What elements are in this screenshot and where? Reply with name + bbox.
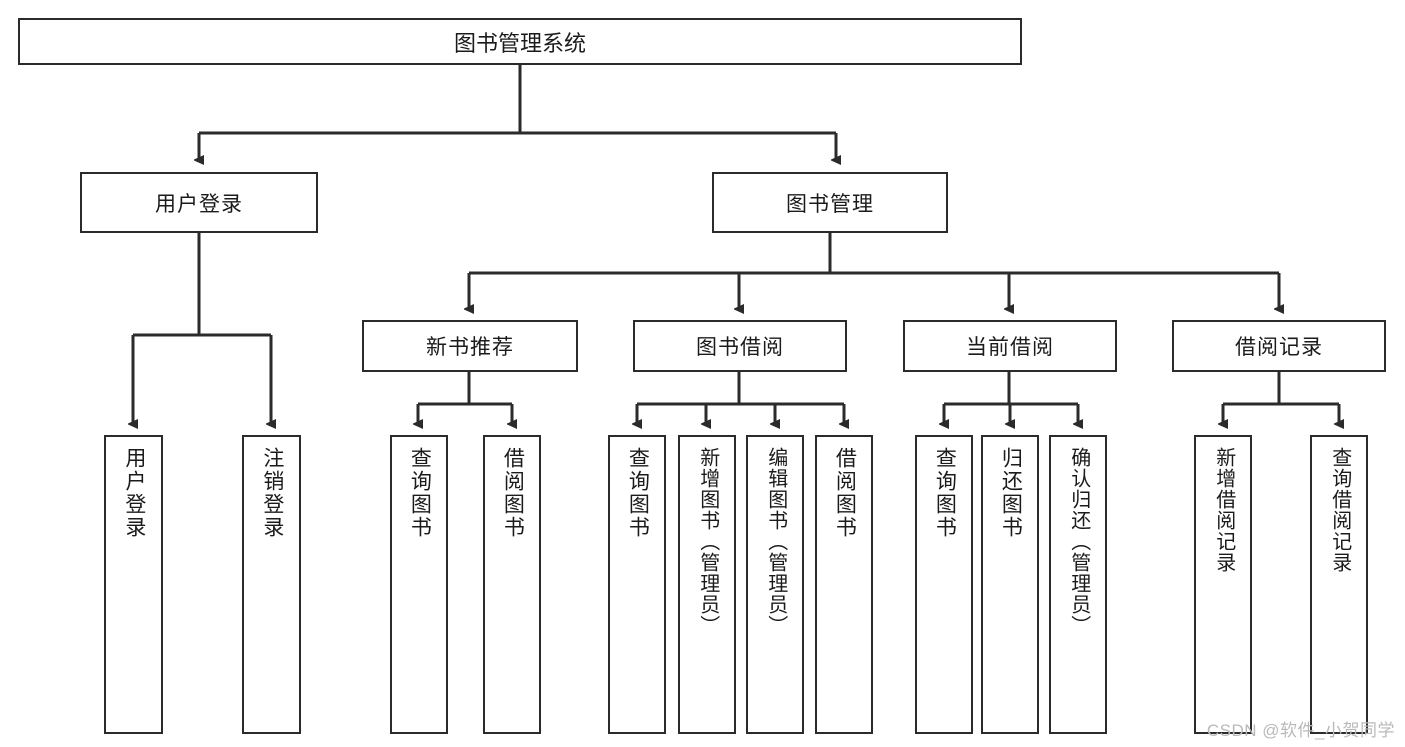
leaf-query-book-current[interactable]: 查询图书 bbox=[915, 435, 973, 734]
leaf-logout[interactable]: 注销登录 bbox=[242, 435, 301, 734]
leaf-query-book-borrow[interactable]: 查询图书 bbox=[608, 435, 666, 734]
node-label: 用户登录 bbox=[122, 447, 146, 539]
node-label: 编辑图书（管理员） bbox=[764, 447, 787, 636]
node-book-management[interactable]: 图书管理 bbox=[712, 172, 948, 233]
node-label: 查询借阅记录 bbox=[1328, 447, 1351, 573]
leaf-add-borrow-record[interactable]: 新增借阅记录 bbox=[1194, 435, 1252, 734]
leaf-user-login[interactable]: 用户登录 bbox=[104, 435, 163, 734]
leaf-query-book-recommend[interactable]: 查询图书 bbox=[390, 435, 448, 734]
leaf-borrow-book-recommend[interactable]: 借阅图书 bbox=[483, 435, 541, 734]
node-user-login[interactable]: 用户登录 bbox=[80, 172, 318, 233]
node-label: 查询图书 bbox=[626, 447, 650, 539]
node-label: 查询图书 bbox=[408, 447, 432, 539]
node-label: 归还图书 bbox=[999, 447, 1023, 539]
node-label: 当前借阅 bbox=[966, 336, 1054, 359]
node-label: 查询图书 bbox=[933, 447, 957, 539]
node-label: 用户登录 bbox=[155, 192, 243, 216]
leaf-confirm-return-admin[interactable]: 确认归还（管理员） bbox=[1049, 435, 1107, 734]
leaf-return-book[interactable]: 归还图书 bbox=[981, 435, 1039, 734]
node-current-borrow[interactable]: 当前借阅 bbox=[903, 320, 1117, 372]
node-label: 新增图书（管理员） bbox=[696, 447, 719, 636]
leaf-query-borrow-record[interactable]: 查询借阅记录 bbox=[1310, 435, 1368, 734]
leaf-edit-book-admin[interactable]: 编辑图书（管理员） bbox=[746, 435, 804, 734]
node-label: 图书管理系统 bbox=[453, 30, 586, 56]
node-label: 借阅图书 bbox=[833, 447, 857, 539]
node-label: 图书借阅 bbox=[696, 336, 784, 359]
node-label: 借阅记录 bbox=[1235, 336, 1323, 359]
node-book-borrow[interactable]: 图书借阅 bbox=[633, 320, 847, 372]
node-label: 借阅图书 bbox=[501, 447, 525, 539]
node-label: 新书推荐 bbox=[426, 336, 514, 359]
node-label: 注销登录 bbox=[260, 447, 284, 539]
leaf-add-book-admin[interactable]: 新增图书（管理员） bbox=[678, 435, 736, 734]
node-new-book-recommend[interactable]: 新书推荐 bbox=[362, 320, 578, 372]
node-label: 图书管理 bbox=[786, 192, 874, 216]
node-label: 确认归还（管理员） bbox=[1067, 447, 1090, 636]
node-label: 新增借阅记录 bbox=[1212, 447, 1235, 573]
node-borrow-record[interactable]: 借阅记录 bbox=[1172, 320, 1386, 372]
leaf-borrow-book[interactable]: 借阅图书 bbox=[815, 435, 873, 734]
node-root-book-management-system[interactable]: 图书管理系统 bbox=[18, 18, 1022, 65]
watermark: CSDN @软件_小贺同学 bbox=[1206, 721, 1395, 740]
